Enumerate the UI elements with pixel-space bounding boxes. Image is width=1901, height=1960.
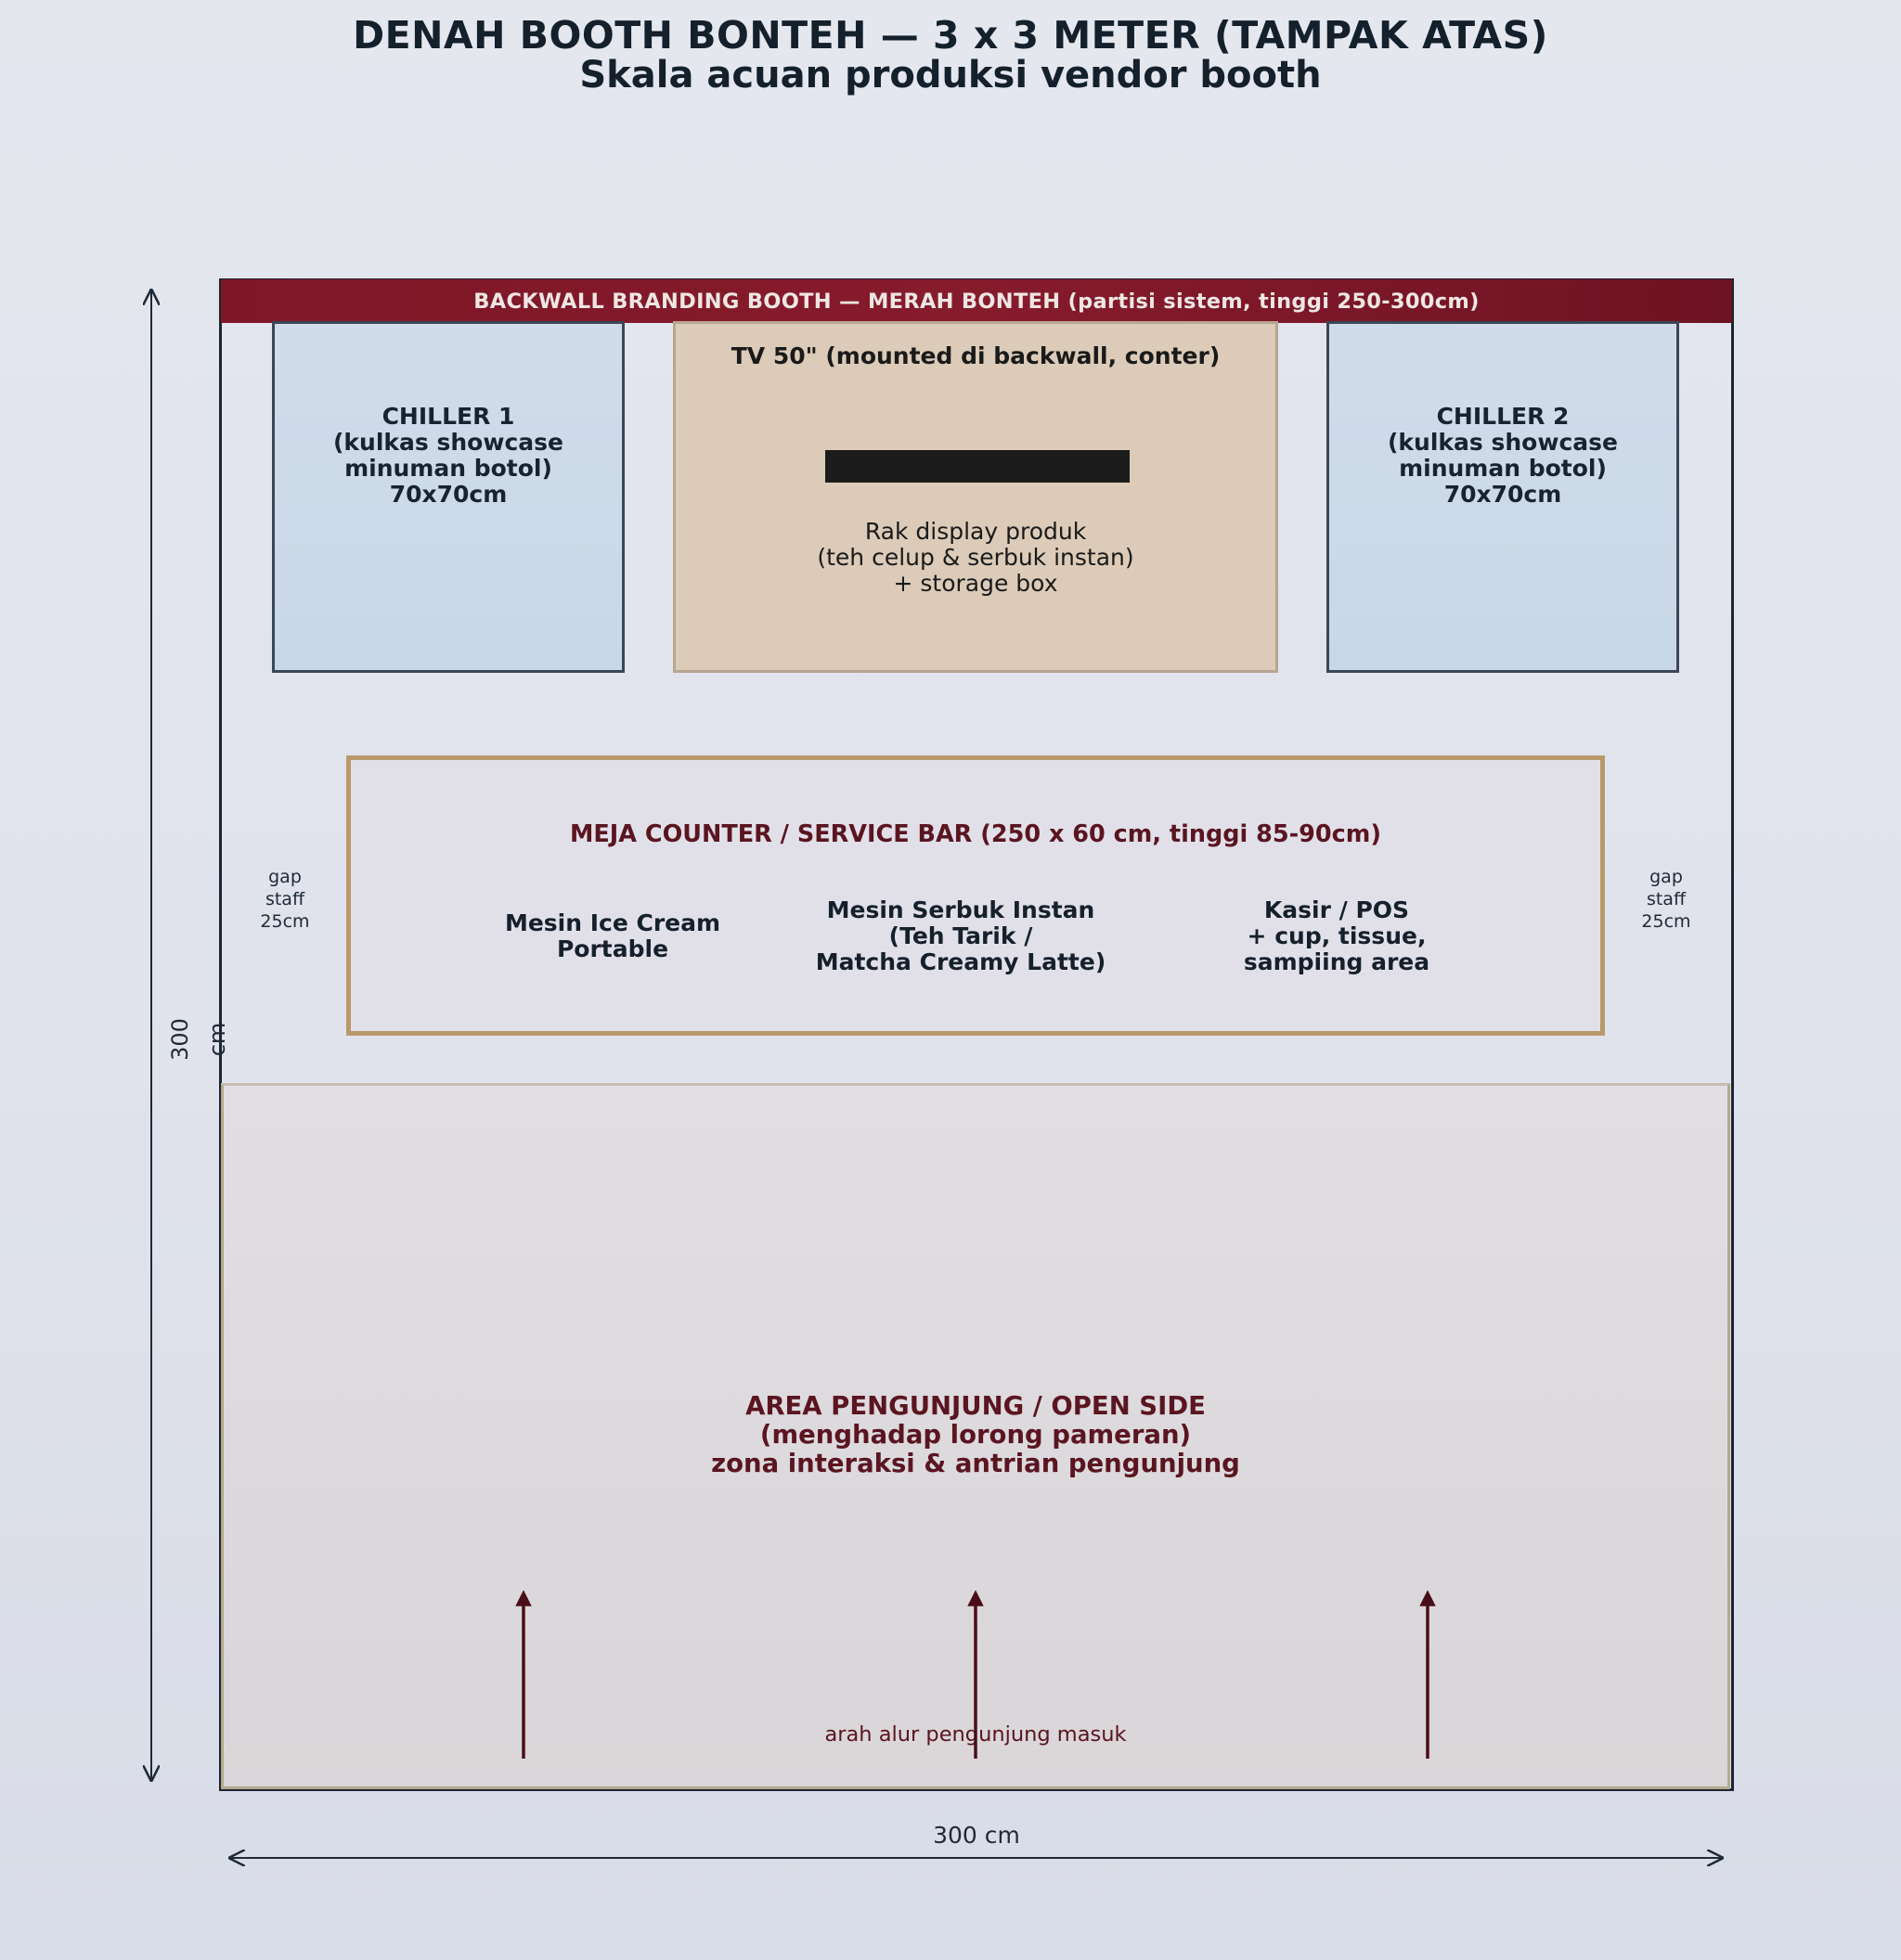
counter-title: MEJA COUNTER / SERVICE BAR (250 x 60 cm,… (570, 820, 1381, 848)
dimension-height-label: 300 cm (167, 1018, 230, 1061)
chiller-2: CHILLER 2 (kulkas showcase minuman botol… (1326, 321, 1679, 673)
backwall-banner: BACKWALL BRANDING BOOTH — MERAH BONTEH (… (221, 279, 1732, 323)
tv-screen (825, 450, 1130, 483)
counter-item-cashier: Kasir / POS + cup, tissue, sampiing area (1243, 896, 1430, 975)
tv-label: TV 50" (mounted di backwall, conter) (731, 342, 1221, 369)
backwall-label: BACKWALL BRANDING BOOTH — MERAH BONTEH (… (473, 289, 1480, 314)
counter-item-powder-machine: Mesin Serbuk Instan (Teh Tarik / Matcha … (815, 896, 1106, 975)
page-title: DENAH BOOTH BONTEH — 3 x 3 METER (TAMPAK… (353, 13, 1548, 58)
rack-label: Rak display produk (teh celup & serbuk i… (817, 518, 1134, 597)
dimension-width-label: 300 cm (933, 1822, 1020, 1849)
chiller-1-label: CHILLER 1 (kulkas showcase minuman botol… (333, 402, 563, 508)
service-counter: MEJA COUNTER / SERVICE BAR (250 x 60 cm,… (346, 755, 1605, 1036)
chiller-1: CHILLER 1 (kulkas showcase minuman botol… (272, 321, 625, 673)
chiller-2-label: CHILLER 2 (kulkas showcase minuman botol… (1388, 402, 1618, 508)
gap-staff-left: gap staff 25cm (260, 867, 310, 932)
visitor-area-label: AREA PENGUNJUNG / OPEN SIDE (menghadap l… (711, 1391, 1240, 1478)
gap-staff-right: gap staff 25cm (1641, 867, 1691, 932)
counter-item-ice-cream: Mesin Ice Cream Portable (504, 909, 721, 962)
tv-rack-block: TV 50" (mounted di backwall, conter) Rak… (673, 321, 1278, 673)
page-subtitle: Skala acuan produksi vendor booth (579, 54, 1322, 97)
